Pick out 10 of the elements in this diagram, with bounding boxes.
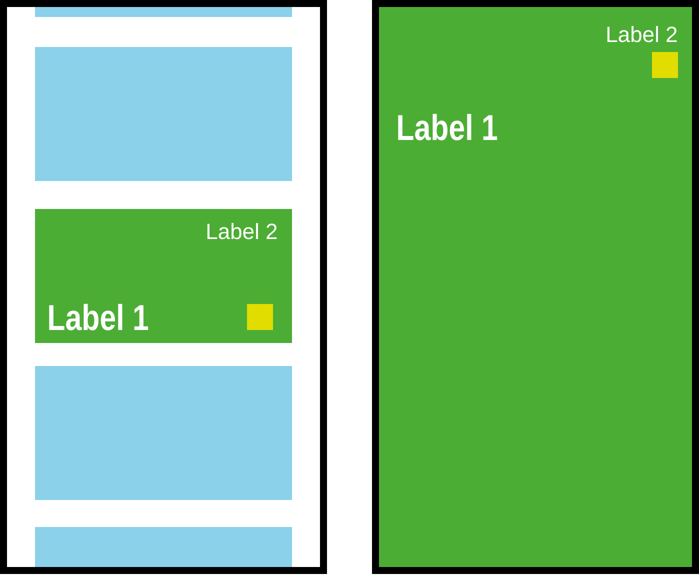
title-text: Label 1 — [398, 114, 498, 140]
caption-text: Label 2 — [607, 26, 677, 42]
labeled-block — [35, 209, 292, 343]
empty-block — [35, 366, 292, 500]
labeled-panel — [372, 0, 699, 574]
empty-block — [35, 7, 292, 17]
caption-text: Label 2 — [207, 223, 277, 240]
empty-block — [35, 47, 292, 181]
title-text: Label 1 — [49, 304, 148, 330]
empty-block — [35, 527, 292, 567]
